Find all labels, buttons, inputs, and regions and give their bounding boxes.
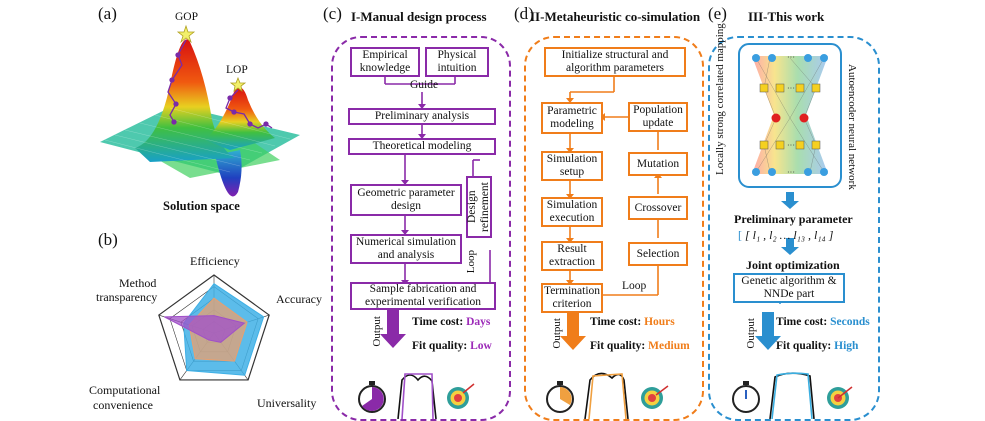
crossover-box: Crossover bbox=[628, 196, 688, 220]
target-icon bbox=[447, 383, 475, 409]
radar-axis-transparency: transparency bbox=[96, 290, 158, 304]
svg-text:···: ··· bbox=[787, 84, 795, 93]
target-icon bbox=[641, 385, 669, 409]
svg-text:···: ··· bbox=[787, 168, 795, 177]
panel-e-time-cost: Time cost: Seconds bbox=[776, 316, 870, 328]
radar-series-3 bbox=[164, 315, 246, 343]
theoretical-modeling-box: Theoretical modeling bbox=[348, 138, 496, 155]
panel-d-fit-quality: Fit quality: Medium bbox=[590, 340, 690, 352]
initialize-parameters-box: Initialize structural and algorithm para… bbox=[544, 47, 686, 77]
termination-criterion-box: Termination criterion bbox=[541, 283, 603, 313]
joint-optimization-label: Joint optimization bbox=[746, 258, 840, 272]
radar-axis-universality: Universality bbox=[257, 396, 317, 410]
panel-label-b: (b) bbox=[98, 230, 118, 249]
sample-fabrication-box: Sample fabrication and experimental veri… bbox=[350, 282, 496, 310]
population-update-box: Population update bbox=[628, 102, 688, 132]
radar-grid-ring bbox=[158, 274, 270, 381]
radar-axis-method: Method bbox=[119, 276, 157, 290]
spectrum-plot-icon bbox=[769, 372, 815, 419]
radar-axis-efficiency: Efficiency bbox=[190, 254, 240, 268]
panel-label-e: (e) bbox=[708, 4, 727, 23]
preliminary-parameter-label: Preliminary parameter bbox=[734, 212, 853, 226]
radar-axis-convenience: convenience bbox=[93, 398, 153, 412]
result-extraction-box: Result extraction bbox=[541, 241, 603, 271]
parameter-vector: [ [ l₁ , l₂ … l₁₃ , l₁₄ ] bbox=[738, 228, 834, 242]
genetic-algorithm-box: Genetic algorithm & NNDe part bbox=[733, 273, 845, 303]
spectrum-plot-icon bbox=[397, 373, 437, 419]
radar-axis-computational: Computational bbox=[89, 383, 161, 397]
stopwatch-icon bbox=[546, 381, 574, 413]
guide-label: Guide bbox=[410, 79, 439, 91]
panel-e-fit-quality: Fit quality: High bbox=[776, 340, 859, 352]
lop-label: LOP bbox=[226, 64, 248, 76]
spectrum-plot-icon bbox=[584, 372, 629, 419]
mutation-box: Mutation bbox=[628, 152, 688, 176]
panel-c-fit-quality: Fit quality: Low bbox=[412, 340, 492, 352]
selection-box: Selection bbox=[628, 242, 688, 266]
solution-space-caption: Solution space bbox=[163, 199, 240, 213]
geometric-parameter-box: Geometric parameter design bbox=[350, 184, 462, 216]
radar-axis-accuracy: Accuracy bbox=[276, 292, 322, 306]
empirical-knowledge-box: Empirical knowledge bbox=[350, 47, 420, 77]
panel-d-title: II-Metaheuristic co-simulation bbox=[530, 9, 701, 24]
panel-c-time-cost: Time cost: Days bbox=[412, 316, 491, 328]
stopwatch-icon bbox=[358, 381, 386, 413]
autoencoder-label: Autoencoder neural network bbox=[846, 64, 858, 190]
gop-label: GOP bbox=[175, 11, 199, 23]
target-icon bbox=[827, 386, 853, 409]
physical-intuition-box: Physical intuition bbox=[425, 47, 489, 77]
panel-d-loop-label: Loop bbox=[622, 280, 647, 292]
panel-label-d: (d) bbox=[514, 4, 534, 23]
svg-text:···: ··· bbox=[787, 53, 795, 62]
stopwatch-icon bbox=[732, 381, 760, 413]
preliminary-analysis-box: Preliminary analysis bbox=[348, 108, 496, 125]
parametric-modeling-box: Parametric modeling bbox=[541, 102, 603, 134]
numerical-simulation-box: Numerical simulation and analysis bbox=[350, 234, 462, 264]
svg-text:···: ··· bbox=[787, 141, 795, 150]
panel-e-title: III-This work bbox=[748, 9, 825, 24]
panel-c-title: I-Manual design process bbox=[351, 9, 487, 24]
panel-label-c: (c) bbox=[323, 4, 342, 23]
simulation-execution-box: Simulation execution bbox=[541, 197, 603, 227]
panel-label-a: (a) bbox=[98, 4, 117, 23]
panel-d-time-cost: Time cost: Hours bbox=[590, 316, 675, 328]
simulation-setup-box: Simulation setup bbox=[541, 151, 603, 181]
